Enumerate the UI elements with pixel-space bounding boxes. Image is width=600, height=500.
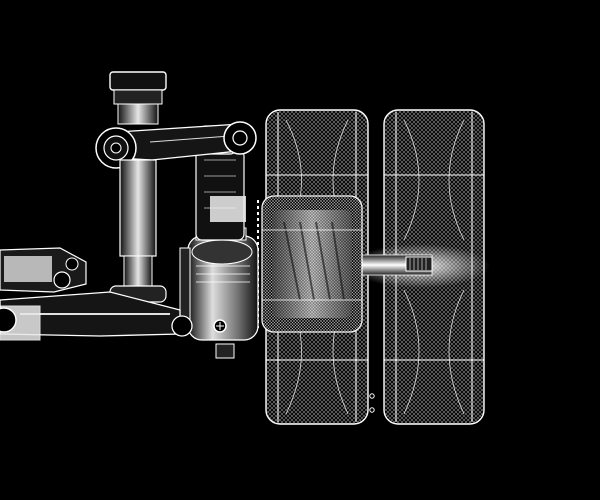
hub-drum xyxy=(257,195,363,333)
shock-absorber xyxy=(109,71,167,303)
drive-motor xyxy=(179,227,259,359)
lower-control-arm xyxy=(0,291,193,341)
chassis-bracket xyxy=(0,247,87,293)
axle-shaft xyxy=(350,244,490,413)
upper-control-arm xyxy=(95,121,257,169)
